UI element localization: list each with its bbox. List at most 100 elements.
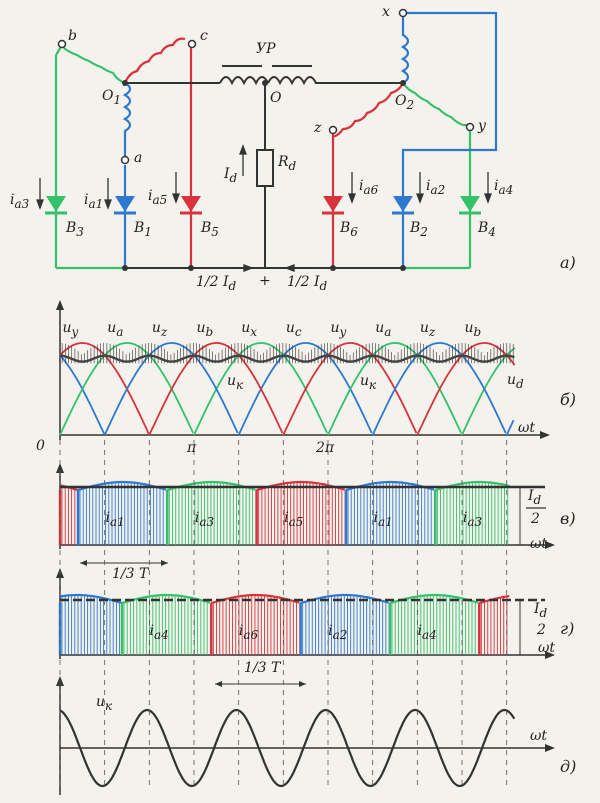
terminal-a	[120, 155, 130, 165]
segment-label: ia1	[106, 510, 125, 529]
series-label: uz	[152, 320, 168, 339]
phase-voltage-arc	[371, 342, 507, 436]
ud-curve	[59, 354, 515, 363]
series-label: ua	[107, 320, 123, 339]
series-label: ua	[375, 320, 391, 339]
label-b4: B4	[477, 220, 496, 239]
label-o: O	[270, 90, 282, 106]
circuit-diagram: b c a x z y O1 O O2 УР Id Rd 1/2 Id 1/2 …	[10, 4, 576, 293]
axis-arrow-b	[540, 431, 550, 439]
tick-pi: π	[186, 440, 197, 456]
label-half-right: 1/2 Id	[287, 274, 328, 293]
phase-voltage-arc	[148, 342, 284, 436]
label-o2: O2	[395, 93, 414, 112]
label-ia5: ia5	[148, 188, 167, 207]
segment-label: ia3	[195, 510, 215, 529]
tick-2pi: 2π	[315, 440, 335, 456]
panel-label-b: б)	[560, 390, 576, 409]
winding-y	[402, 82, 470, 127]
interval-arrowhead	[299, 681, 306, 687]
label-id: Id	[223, 166, 238, 185]
interval-arrowhead	[161, 560, 168, 566]
label-b6: B6	[339, 220, 358, 239]
phase-voltage-arc	[327, 342, 462, 436]
segment-label: ia6	[239, 623, 259, 642]
label-reactor: УР	[256, 41, 276, 57]
panel-label-a: а)	[560, 253, 576, 272]
segment-label: ia4	[150, 623, 169, 642]
level-v-den: 2	[530, 511, 540, 527]
level-v-num: Id	[527, 488, 542, 507]
xlabel-v: ωt	[530, 536, 547, 552]
label-rd: Rd	[277, 154, 297, 173]
terminal-b	[57, 39, 67, 49]
label-b3: B3	[65, 220, 84, 239]
junction-1	[122, 265, 128, 271]
winding-b	[61, 44, 126, 85]
panel-label-g: г)	[560, 619, 574, 638]
uk-sine	[59, 708, 516, 788]
wire-blue-x-loop	[401, 11, 498, 170]
reactor-coil-right	[267, 76, 317, 86]
series-label: ux	[241, 320, 257, 339]
label-b: b	[68, 28, 77, 44]
label-half-left: 1/2 Id	[196, 274, 237, 293]
interval-arrowhead	[80, 560, 87, 566]
diode-b1	[114, 196, 136, 215]
reactor-coil-left	[219, 76, 269, 86]
label-uk-d: uк	[96, 694, 113, 713]
tick-0: 0	[36, 438, 45, 454]
series-label: uy	[63, 320, 79, 339]
current-arrows	[36, 144, 492, 272]
label-uk-1: uк	[227, 373, 244, 392]
xlabel-d: ωt	[530, 728, 547, 744]
level-g-num: Id	[533, 601, 548, 620]
segment-label: ia2	[328, 623, 347, 642]
axis-x-arrow-d	[545, 744, 555, 752]
winding-c	[123, 37, 186, 84]
interval-label-1: 1/3 T	[112, 566, 150, 582]
junction-2	[188, 265, 194, 271]
label-c: c	[200, 28, 208, 44]
junction-3	[330, 265, 336, 271]
diode-b3	[45, 196, 67, 215]
xlabel-g: ωt	[538, 640, 555, 656]
segment-label: ia4	[418, 623, 437, 642]
winding-a	[122, 82, 132, 160]
current-envelope	[59, 593, 123, 605]
label-uk-2: uк	[360, 373, 377, 392]
vertical-guides	[59, 440, 508, 790]
phase-voltage-arc	[59, 342, 194, 436]
label-ia1: ia1	[84, 192, 103, 211]
label-ia6: ia6	[359, 178, 379, 197]
series-label: uy	[331, 320, 347, 339]
label-o1: O1	[102, 88, 121, 107]
winding-x	[400, 18, 410, 84]
segment-label: ia3	[463, 510, 483, 529]
label-plus: +	[259, 273, 271, 289]
series-label: ub	[197, 320, 214, 339]
phase-voltage-arc	[282, 342, 418, 436]
phase-voltage-arc	[103, 342, 239, 436]
label-b5: B5	[200, 220, 219, 239]
segment-label: ia1	[374, 510, 393, 529]
diode-b4	[459, 196, 481, 215]
axis-y-arrow-b	[56, 300, 64, 310]
phase-voltage-arc	[505, 419, 515, 436]
node-o2	[400, 80, 406, 86]
diode-b5	[180, 196, 202, 215]
series-label: ub	[465, 320, 482, 339]
level-g-den: 2	[536, 622, 546, 638]
interval-arrowhead	[215, 681, 222, 687]
node-o	[262, 80, 268, 86]
panel-label-d: д)	[560, 757, 576, 776]
diode-b2	[392, 196, 414, 215]
label-ia3: ia3	[10, 192, 30, 211]
chart-reactor-voltage	[56, 676, 555, 795]
axis-x-arrow	[545, 651, 555, 659]
phase-voltage-arc	[416, 342, 516, 436]
label-x: x	[382, 4, 390, 20]
winding-z	[332, 82, 404, 139]
